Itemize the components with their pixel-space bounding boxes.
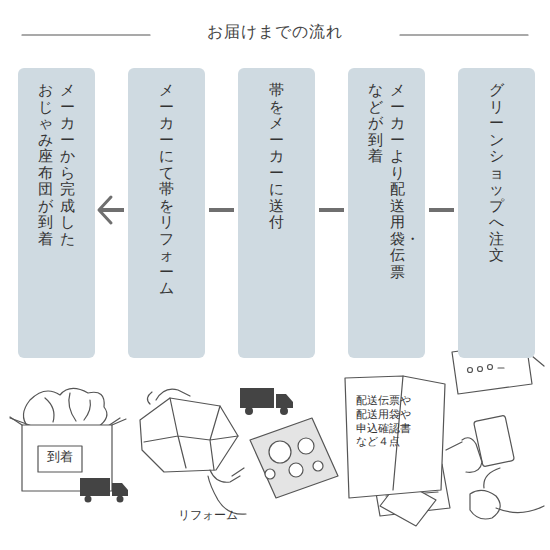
connector-line xyxy=(319,208,344,212)
text-column: メーカーより配送用袋・伝票 xyxy=(390,82,405,280)
text-column: メーカーから完成した xyxy=(60,82,75,247)
step-text: メーカーにて帯をリフォーム xyxy=(134,82,199,297)
illustration-label: リフォーム xyxy=(178,508,248,523)
text-column: などが到着 xyxy=(368,82,383,165)
reform-cushion xyxy=(140,389,246,514)
process-box: グリーンショップへ注文 xyxy=(458,68,535,358)
flow-connector xyxy=(99,197,124,223)
text-column: グリーンショップへ注文 xyxy=(489,82,504,264)
flow-connector xyxy=(209,210,234,211)
connector-line xyxy=(429,208,454,212)
flow-connector xyxy=(429,210,454,211)
title-text: お届けまでの流れ xyxy=(199,22,351,41)
process-box: メーカーから完成した おじゃみ座布団が到着 xyxy=(18,68,95,358)
title: お届けまでの流れ xyxy=(0,22,550,43)
process-box: メーカーにて帯をリフォーム xyxy=(128,68,205,358)
title-rule xyxy=(400,34,528,35)
text-column: メーカーにて帯をリフォーム xyxy=(159,82,174,297)
illustration-label: 到着 xyxy=(40,449,80,465)
connector-line xyxy=(99,208,124,212)
text-column: おじゃみ座布団が到着 xyxy=(38,82,53,247)
order-devices xyxy=(446,340,544,519)
process-box: メーカーより配送用袋・伝票 などが到着 xyxy=(348,68,425,358)
step-text: メーカーより配送用袋・伝票 などが到着 xyxy=(354,82,419,280)
shipping-bag xyxy=(345,376,450,526)
delivery-truck xyxy=(80,478,128,503)
step-text: グリーンショップへ注文 xyxy=(464,82,529,264)
flow-connector xyxy=(319,210,344,211)
step-text: メーカーから完成した おじゃみ座布団が到着 xyxy=(24,82,89,247)
connector-line xyxy=(209,208,234,212)
note-text: 配送伝票や 配送用袋や 申込確認書 など４点 xyxy=(356,394,422,449)
title-rule xyxy=(22,34,150,35)
arrival-box xyxy=(10,388,126,491)
process-box: 帯をメーカーに送付 xyxy=(238,68,315,358)
arrow-head xyxy=(99,197,111,223)
text-column: 帯をメーカーに送付 xyxy=(269,82,284,231)
step-text: 帯をメーカーに送付 xyxy=(244,82,309,231)
shipping-truck xyxy=(240,388,338,498)
